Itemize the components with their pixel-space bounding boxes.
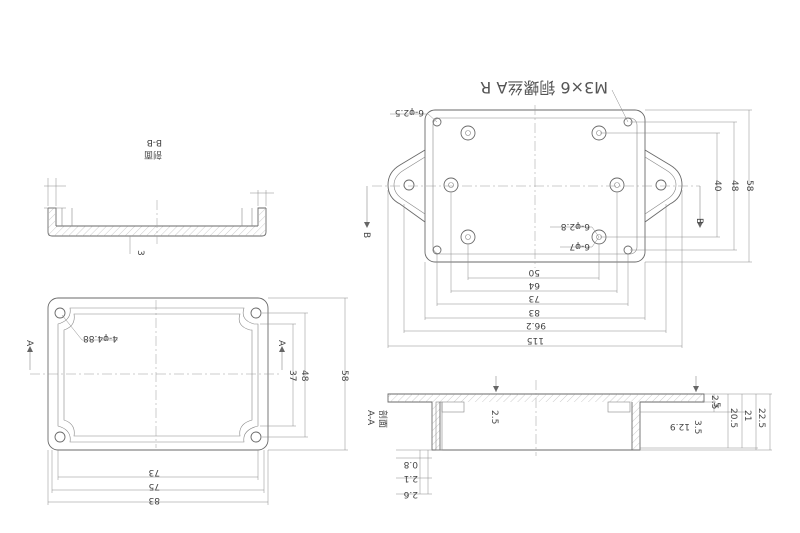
dim-83: 83 [529,307,540,317]
bottom-right-section-view [387,376,772,495]
dim-64: 64 [528,280,540,290]
section-bb-title: B-B [147,137,162,147]
dim-40: 40 [712,180,722,192]
horizontal-dimensions [387,190,683,348]
dim-v-5: 5 [711,402,721,408]
vertical-dimensions [600,109,752,263]
holes-c-label: 6-φ7 [569,241,590,251]
dim-96-2: 96.2 [526,320,546,330]
section-mark-a-right: A [276,340,286,347]
dim-50: 50 [528,267,540,277]
corner-hole [432,245,442,255]
dim-58: 58 [744,180,754,192]
dim-v-20-5: 20.5 [728,408,738,428]
dim-2-6: 2.6 [403,489,418,499]
top-left-section-view [44,178,274,254]
lid-thickness: 3 [135,250,145,256]
dim-v-21: 21 [742,410,752,421]
dim-3-5: 3.5 [692,420,702,434]
left-flange [387,149,426,223]
section-aa-subtitle: 剖面 [377,410,389,428]
corner-hole [54,307,66,319]
flange-hole-right [655,179,667,191]
base-dim-48: 48 [299,370,309,382]
holes-b-label: 6-φ2.8 [561,221,590,231]
corner-hole [54,431,66,443]
dim-0-8: 0.8 [403,459,418,469]
top-right-view [364,89,752,348]
section-aa-title: A-A [365,410,375,426]
dim-73: 73 [529,293,540,303]
dim-v-22-5: 22.5 [756,408,766,428]
corner-hole [432,117,442,127]
boss-group [443,125,625,245]
section-bb-subtitle: 剖面 [144,149,162,161]
section-mark-b-right: B [694,218,704,224]
drawing-labels: M3×6 铜螺丝A R 6-φ2.5 6-φ2.8 6-φ7 50 64 73 … [24,78,766,505]
dim-2-1: 2.1 [404,473,418,483]
section-mark-b-left: B [361,232,371,238]
bottom-left-view [27,297,348,505]
dim-12-9: 12.9 [670,421,690,431]
holes-a-label: 6-φ2.5 [395,107,424,117]
holes-base-label: 4-φ4.88 [83,333,118,343]
base-dim-37: 37 [287,370,297,381]
dim-115: 115 [527,335,544,345]
right-flange [644,149,683,223]
dim-v-2-5: 2.5 [709,395,719,409]
flange-hole-left [403,179,415,191]
base-dim-83: 83 [149,495,160,505]
base-dim-75: 75 [149,481,160,491]
base-dim-58: 58 [339,370,349,382]
dim-48: 48 [729,180,739,192]
base-dim-73: 73 [149,467,160,477]
base-inner-outline [57,307,259,443]
right-flange-inner [644,156,677,215]
screw-note: M3×6 铜螺丝A R [480,78,608,97]
corner-hole [250,307,262,319]
left-flange-inner [393,156,426,215]
dim-2-5-inner: 2.5 [489,410,499,424]
section-mark-a-left: A [24,340,34,347]
corner-hole [250,431,262,443]
